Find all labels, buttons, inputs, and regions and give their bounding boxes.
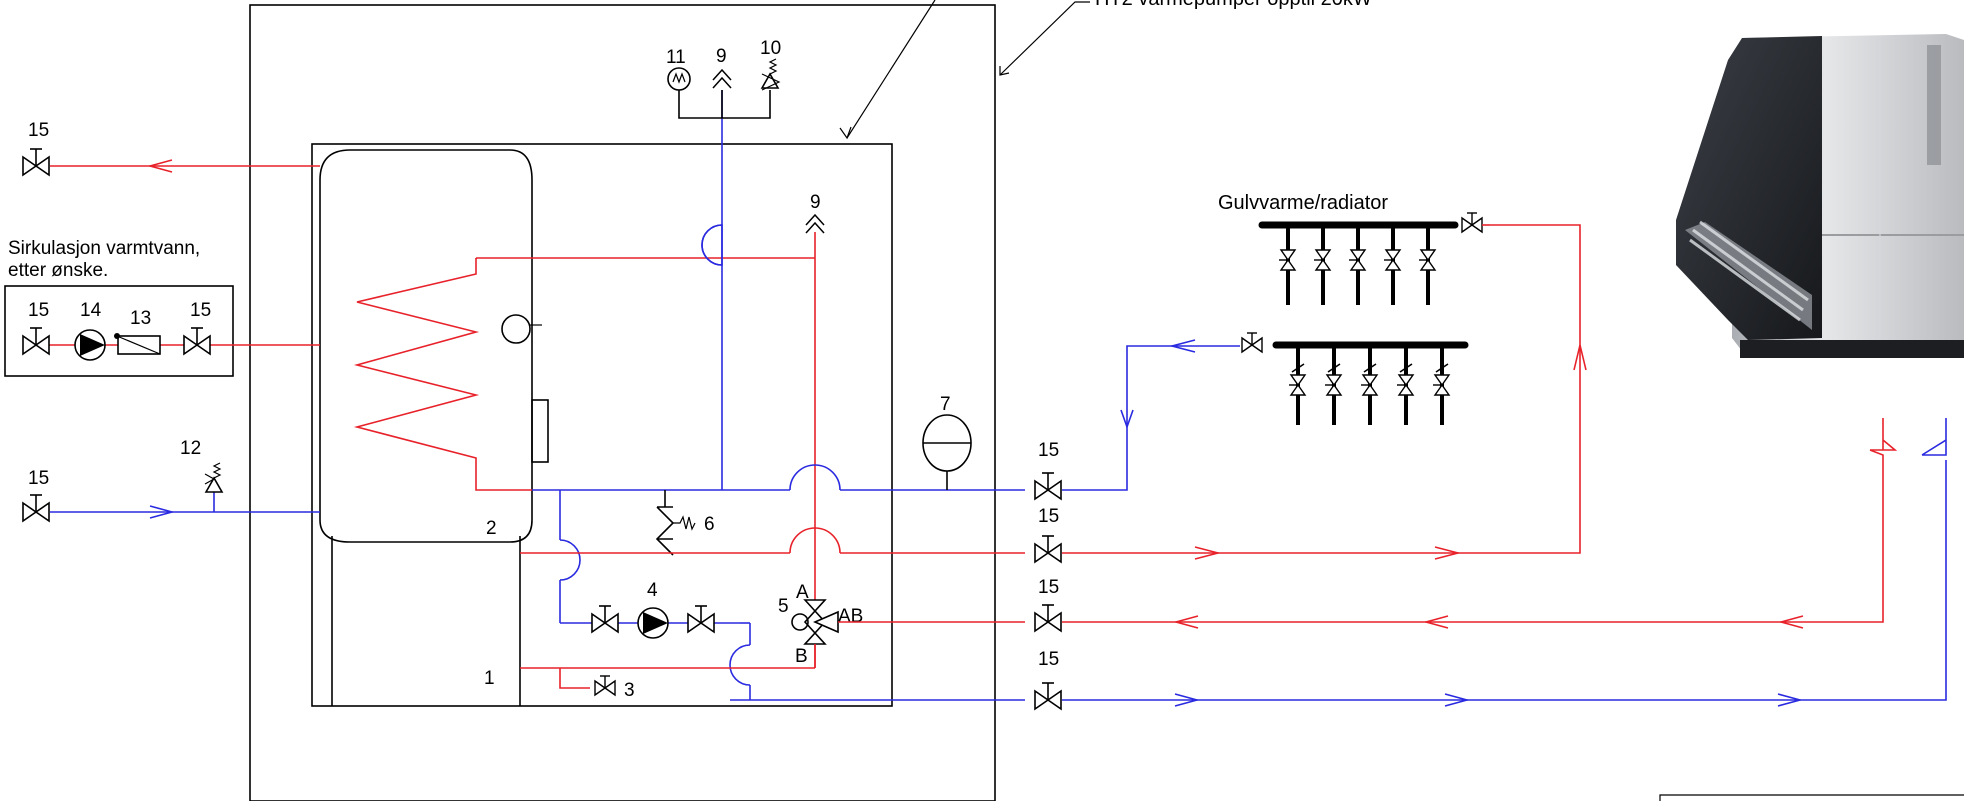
- svg-text:2: 2: [486, 518, 497, 539]
- svg-text:15: 15: [190, 300, 211, 321]
- svg-text:5: 5: [778, 596, 789, 617]
- svg-text:1: 1: [484, 668, 495, 689]
- temperature-sensor: [501, 314, 531, 344]
- svg-text:15: 15: [28, 300, 49, 321]
- svg-text:A: A: [796, 582, 809, 603]
- header-label: HT2 varmepumper opptil 20kW: [1095, 0, 1372, 10]
- svg-text:13: 13: [130, 308, 151, 329]
- inner-module-outline: [311, 143, 893, 707]
- safety-valve-12: [204, 476, 224, 493]
- svg-text:4: 4: [647, 580, 658, 601]
- heating-element: [531, 399, 549, 463]
- svg-text:11: 11: [666, 47, 686, 68]
- svg-text:Sirkulasjon varmtvann,: Sirkulasjon varmtvann,: [8, 238, 200, 259]
- svg-text:10: 10: [760, 38, 781, 59]
- valve-6: [655, 506, 675, 556]
- svg-text:15: 15: [28, 468, 49, 489]
- svg-text:15: 15: [1038, 440, 1059, 461]
- svg-text:14: 14: [80, 300, 102, 321]
- circulation-group-box: [4, 285, 234, 377]
- svg-text:7: 7: [940, 394, 951, 415]
- svg-text:6: 6: [704, 514, 715, 535]
- svg-text:9: 9: [716, 46, 727, 67]
- svg-text:15: 15: [1038, 577, 1059, 598]
- svg-text:15: 15: [28, 120, 49, 141]
- svg-text:Gulvvarme/radiator: Gulvvarme/radiator: [1218, 192, 1388, 214]
- tank-heat-coil: [353, 258, 532, 491]
- heat-pump-cabinet-outline: [249, 4, 996, 801]
- pressure-gauge: [667, 67, 691, 91]
- svg-text:B: B: [795, 646, 808, 667]
- return-manifold-outlets: [1288, 345, 1450, 425]
- svg-text:AB: AB: [838, 606, 863, 627]
- svg-text:12: 12: [180, 438, 201, 459]
- svg-text:3: 3: [624, 680, 635, 701]
- svg-text:15: 15: [1038, 506, 1059, 527]
- hot-water-tank: [319, 149, 533, 543]
- svg-text:etter ønske.: etter ønske.: [8, 260, 108, 281]
- svg-text:15: 15: [1038, 649, 1059, 670]
- supply-manifold-outlets: [1278, 225, 1436, 305]
- svg-text:9: 9: [810, 192, 821, 213]
- heat-pump-unit-image: [1676, 34, 1964, 358]
